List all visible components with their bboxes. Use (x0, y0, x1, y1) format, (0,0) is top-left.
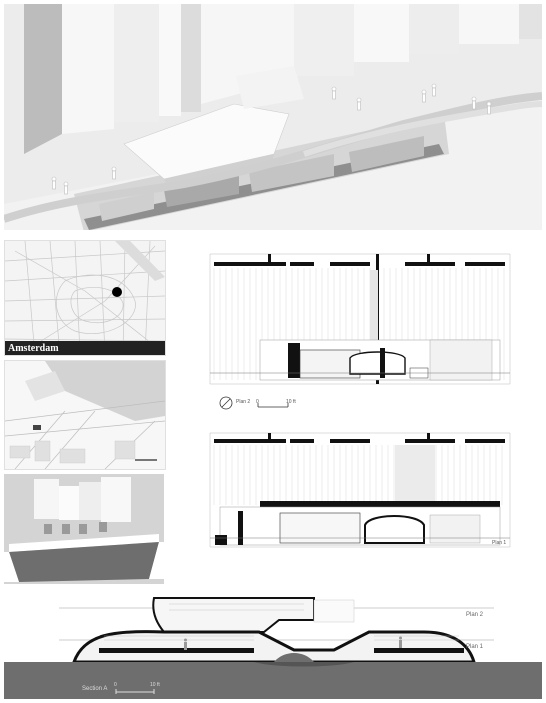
section-drawing: Plan 2 Plan 1 Section A 0 10 ft (4, 590, 542, 699)
aerial-render (4, 4, 542, 230)
section-plan-2-label: Plan 2 (466, 612, 484, 618)
location-dot (112, 287, 122, 297)
section-scale-end: 10 ft (150, 682, 160, 688)
plan-scale-start: 0 (256, 399, 259, 405)
section-plan-1-label: Plan 1 (466, 644, 484, 650)
plan-2-label: Plan 2 (236, 399, 251, 405)
city-map: Amsterdam (4, 240, 166, 356)
city-label-bar (5, 341, 165, 355)
site-map (4, 360, 166, 470)
section-scale-start: 0 (114, 682, 117, 688)
plan-1-drawing: Plan 1 (180, 425, 542, 575)
plan-2-drawing: Plan 2 0 10 ft (180, 240, 542, 420)
plan-1-label: Plan 1 (492, 540, 507, 546)
plan-scale-end: 10 ft (286, 399, 296, 405)
city-label: Amsterdam (8, 343, 59, 354)
model-photo (4, 474, 164, 584)
section-title: Section A (82, 686, 108, 692)
